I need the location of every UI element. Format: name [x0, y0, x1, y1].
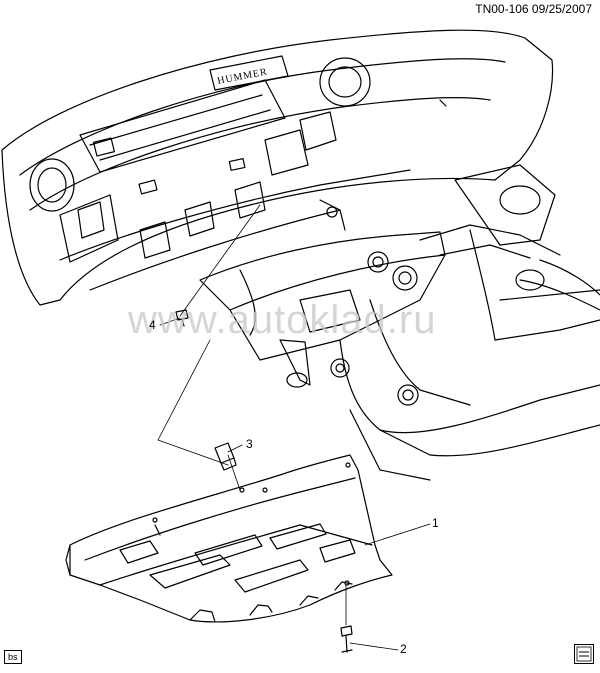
part-4-bolt — [175, 309, 189, 327]
gm-parts-logo-icon — [574, 644, 594, 664]
callout-1: 1 — [432, 516, 439, 530]
vehicle-frame — [199, 164, 600, 481]
callout-2: 2 — [400, 642, 407, 656]
document-code: TN00-106 09/25/2007 — [475, 2, 592, 16]
watermark-text: www.autoklad.ru — [128, 298, 437, 342]
footer-tag: bs — [4, 650, 22, 664]
callout-leaders — [157, 204, 431, 651]
callout-3: 3 — [246, 437, 253, 451]
part-3-clip-nut — [214, 442, 237, 471]
part-1-skid-plate — [65, 454, 393, 623]
bumper-mounting-brackets — [59, 111, 411, 291]
front-bumper: HUMMER — [1, 29, 554, 306]
bumper-brand-text: HUMMER — [216, 66, 268, 87]
callout-4: 4 — [149, 318, 156, 332]
part-2-bolt — [340, 625, 353, 653]
